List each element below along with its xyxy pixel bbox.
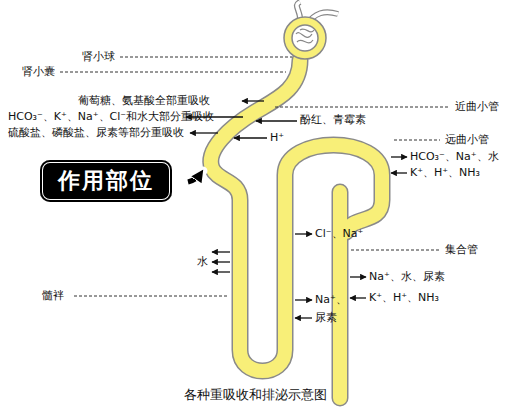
part-label: K⁺、H⁺、NH₃ [410, 166, 480, 180]
part-label: HCO₃⁻、K⁺、Na⁺、Cl⁻和水大部分重吸收 [8, 110, 214, 124]
part-label: Na⁺、水、尿素 [369, 270, 445, 284]
part-label: Cl⁻、Na⁺ [315, 227, 363, 241]
part-label: 集合管 [445, 243, 478, 257]
part-label: 髓袢 [42, 289, 64, 303]
part-label: 近曲小管 [455, 100, 499, 114]
part-label: Na⁺、 [315, 293, 347, 307]
callout-text: 作用部位 [40, 160, 172, 202]
part-label: 酚红、青霉素 [300, 113, 366, 127]
part-label: 葡萄糖、氨基酸全部重吸收 [78, 94, 210, 108]
part-label: 肾小囊 [22, 65, 55, 79]
glomerulus [284, 17, 326, 59]
part-label: 尿素 [315, 311, 337, 325]
part-label: 硫酸盐、磷酸盐、尿素等部分重吸收 [8, 126, 184, 140]
part-label: K⁺、H⁺、NH₃ [369, 291, 439, 305]
callout-box: 作用部位 [40, 160, 172, 202]
part-label: 远曲小管 [445, 133, 489, 147]
part-label: 肾小球 [82, 50, 115, 64]
part-label: HCO₃⁻、Na⁺、水 [410, 150, 499, 164]
part-label: H⁺ [270, 131, 284, 145]
part-label: 水 [197, 255, 208, 269]
renal-tubule [211, 60, 382, 398]
pointer-arrow [188, 171, 203, 182]
transport-arrow [186, 101, 407, 318]
caption: 各种重吸收和排泌示意图 [0, 386, 510, 404]
